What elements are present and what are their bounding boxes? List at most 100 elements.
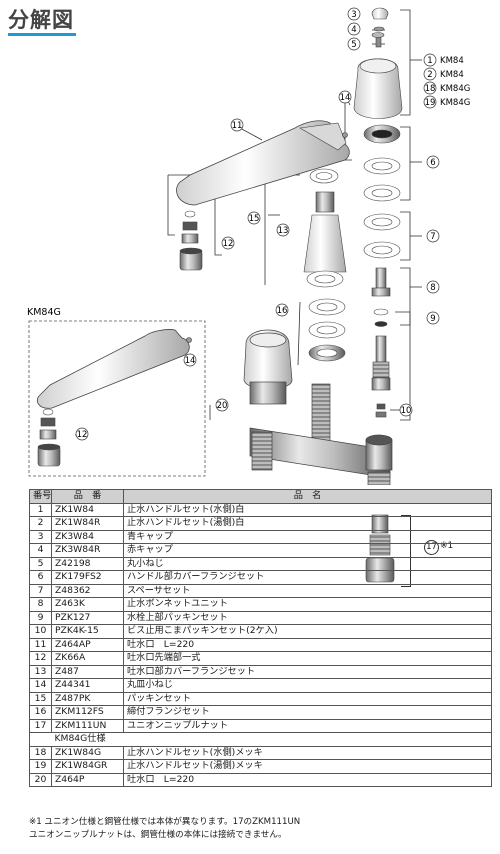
row-number: 9 xyxy=(29,610,52,625)
svg-text:6: 6 xyxy=(430,158,435,168)
row-number: 20 xyxy=(29,772,52,787)
part-name: ビス止用こまパッキンセット(2ケ入) xyxy=(123,624,492,639)
part-name: パッキンセット xyxy=(123,691,492,706)
callout-18: 18 xyxy=(423,81,437,95)
svg-text:14: 14 xyxy=(185,356,196,366)
header-name: 品 名 xyxy=(123,489,492,504)
row-number: 12 xyxy=(29,651,52,666)
svg-text:KM84G: KM84G xyxy=(440,98,470,108)
model-ref-labels: KM84 KM84 KM84G KM84G xyxy=(440,56,470,108)
row-number: 2 xyxy=(29,516,52,531)
guide-lines xyxy=(75,9,422,436)
part-code: Z487PK xyxy=(51,691,124,706)
row-number: 19 xyxy=(29,759,52,774)
subheader-spacer xyxy=(29,732,52,747)
part-code: PZK4K-15 xyxy=(51,624,124,639)
svg-text:2: 2 xyxy=(427,70,432,80)
part-code: ZK3W84R xyxy=(51,543,124,558)
footnote: ※1 ユニオン仕様と鋼管仕様では本体が異なります。17のZKM111UN ユニオ… xyxy=(29,816,499,841)
svg-text:7: 7 xyxy=(430,232,435,242)
part-name: 止水ハンドルセット(湯側)メッキ xyxy=(123,759,492,774)
cover-flange-rings xyxy=(363,124,401,202)
callout-16: 16 xyxy=(275,303,289,317)
svg-text:KM84: KM84 xyxy=(440,70,464,80)
row-number: 1 xyxy=(29,502,52,517)
callout-19: 19 xyxy=(423,95,437,109)
row-number: 15 xyxy=(29,691,52,706)
km84g-inset-box xyxy=(28,320,206,477)
part-code: Z464P xyxy=(51,772,124,787)
part-code: Z464AP xyxy=(51,637,124,652)
part-name: 止水ハンドルセット(水側)白 xyxy=(123,502,492,517)
part-name: 赤キャップ xyxy=(123,543,492,558)
row-number: 6 xyxy=(29,570,52,585)
callout-14-inset: 14 xyxy=(183,353,197,367)
callout-3: 3 xyxy=(347,7,361,21)
part-code: PZK127 xyxy=(51,610,124,625)
svg-text:12: 12 xyxy=(223,239,234,249)
flange-parts xyxy=(308,298,346,362)
spout-inset xyxy=(36,329,192,409)
part-code: ZK1W84GR xyxy=(51,759,124,774)
part-code: Z44341 xyxy=(51,678,124,693)
header-code: 品 番 xyxy=(51,489,124,504)
part-name: ハンドル部カバーフランジセット xyxy=(123,570,492,585)
part-name: 吐水口先端部一式 xyxy=(123,651,492,666)
cap-screw-parts xyxy=(371,7,389,48)
stem-unit xyxy=(371,267,391,418)
svg-text:13: 13 xyxy=(278,226,289,236)
callout-4: 4 xyxy=(347,22,361,36)
svg-text:9: 9 xyxy=(430,314,435,324)
subheader-label: KM84G仕様 xyxy=(51,732,492,747)
callout-2: 2 xyxy=(423,67,437,81)
part-name: 止水ハンドルセット(湯側)白 xyxy=(123,516,492,531)
callout-6: 6 xyxy=(426,155,440,169)
callout-12-inset: 12 xyxy=(75,427,89,441)
svg-text:KM84G: KM84G xyxy=(440,84,470,94)
part-code: ZK1W84R xyxy=(51,516,124,531)
row-number: 17 xyxy=(29,718,52,733)
svg-text:20: 20 xyxy=(217,401,228,411)
spout-cover-parts xyxy=(303,168,347,288)
footnote-line-2: ユニオンニップルナットは、鋼管仕様の本体には接続できません。 xyxy=(29,829,287,840)
row-number: 3 xyxy=(29,529,52,544)
title-underline xyxy=(8,33,76,36)
callout-5: 5 xyxy=(347,37,361,51)
svg-text:3: 3 xyxy=(351,10,356,20)
footnote-line-1: ※1 ユニオン仕様と鋼管仕様では本体が異なります。17のZKM111UN xyxy=(29,817,301,827)
part-code: ZKM112FS xyxy=(51,705,124,720)
table-subheader-row: KM84G仕様 xyxy=(29,732,492,747)
aerator-parts-inset xyxy=(37,408,61,467)
row-number: 13 xyxy=(29,664,52,679)
part-name: 青キャップ xyxy=(123,529,492,544)
row-number: 14 xyxy=(29,678,52,693)
part-code: Z463K xyxy=(51,597,124,612)
callout-8: 8 xyxy=(426,280,440,294)
part-code: ZK66A xyxy=(51,651,124,666)
spacer-rings xyxy=(363,213,401,259)
callout-20: 20 xyxy=(215,398,229,412)
spout-main xyxy=(176,120,350,206)
svg-text:14: 14 xyxy=(340,93,351,103)
callout-15: 15 xyxy=(247,211,261,225)
part-name: 水栓上部パッキンセット xyxy=(123,610,492,625)
faucet-body xyxy=(243,329,393,485)
handle-part xyxy=(353,58,403,119)
svg-text:KM84: KM84 xyxy=(440,56,464,66)
part-code: Z48362 xyxy=(51,583,124,598)
row-number: 10 xyxy=(29,624,52,639)
